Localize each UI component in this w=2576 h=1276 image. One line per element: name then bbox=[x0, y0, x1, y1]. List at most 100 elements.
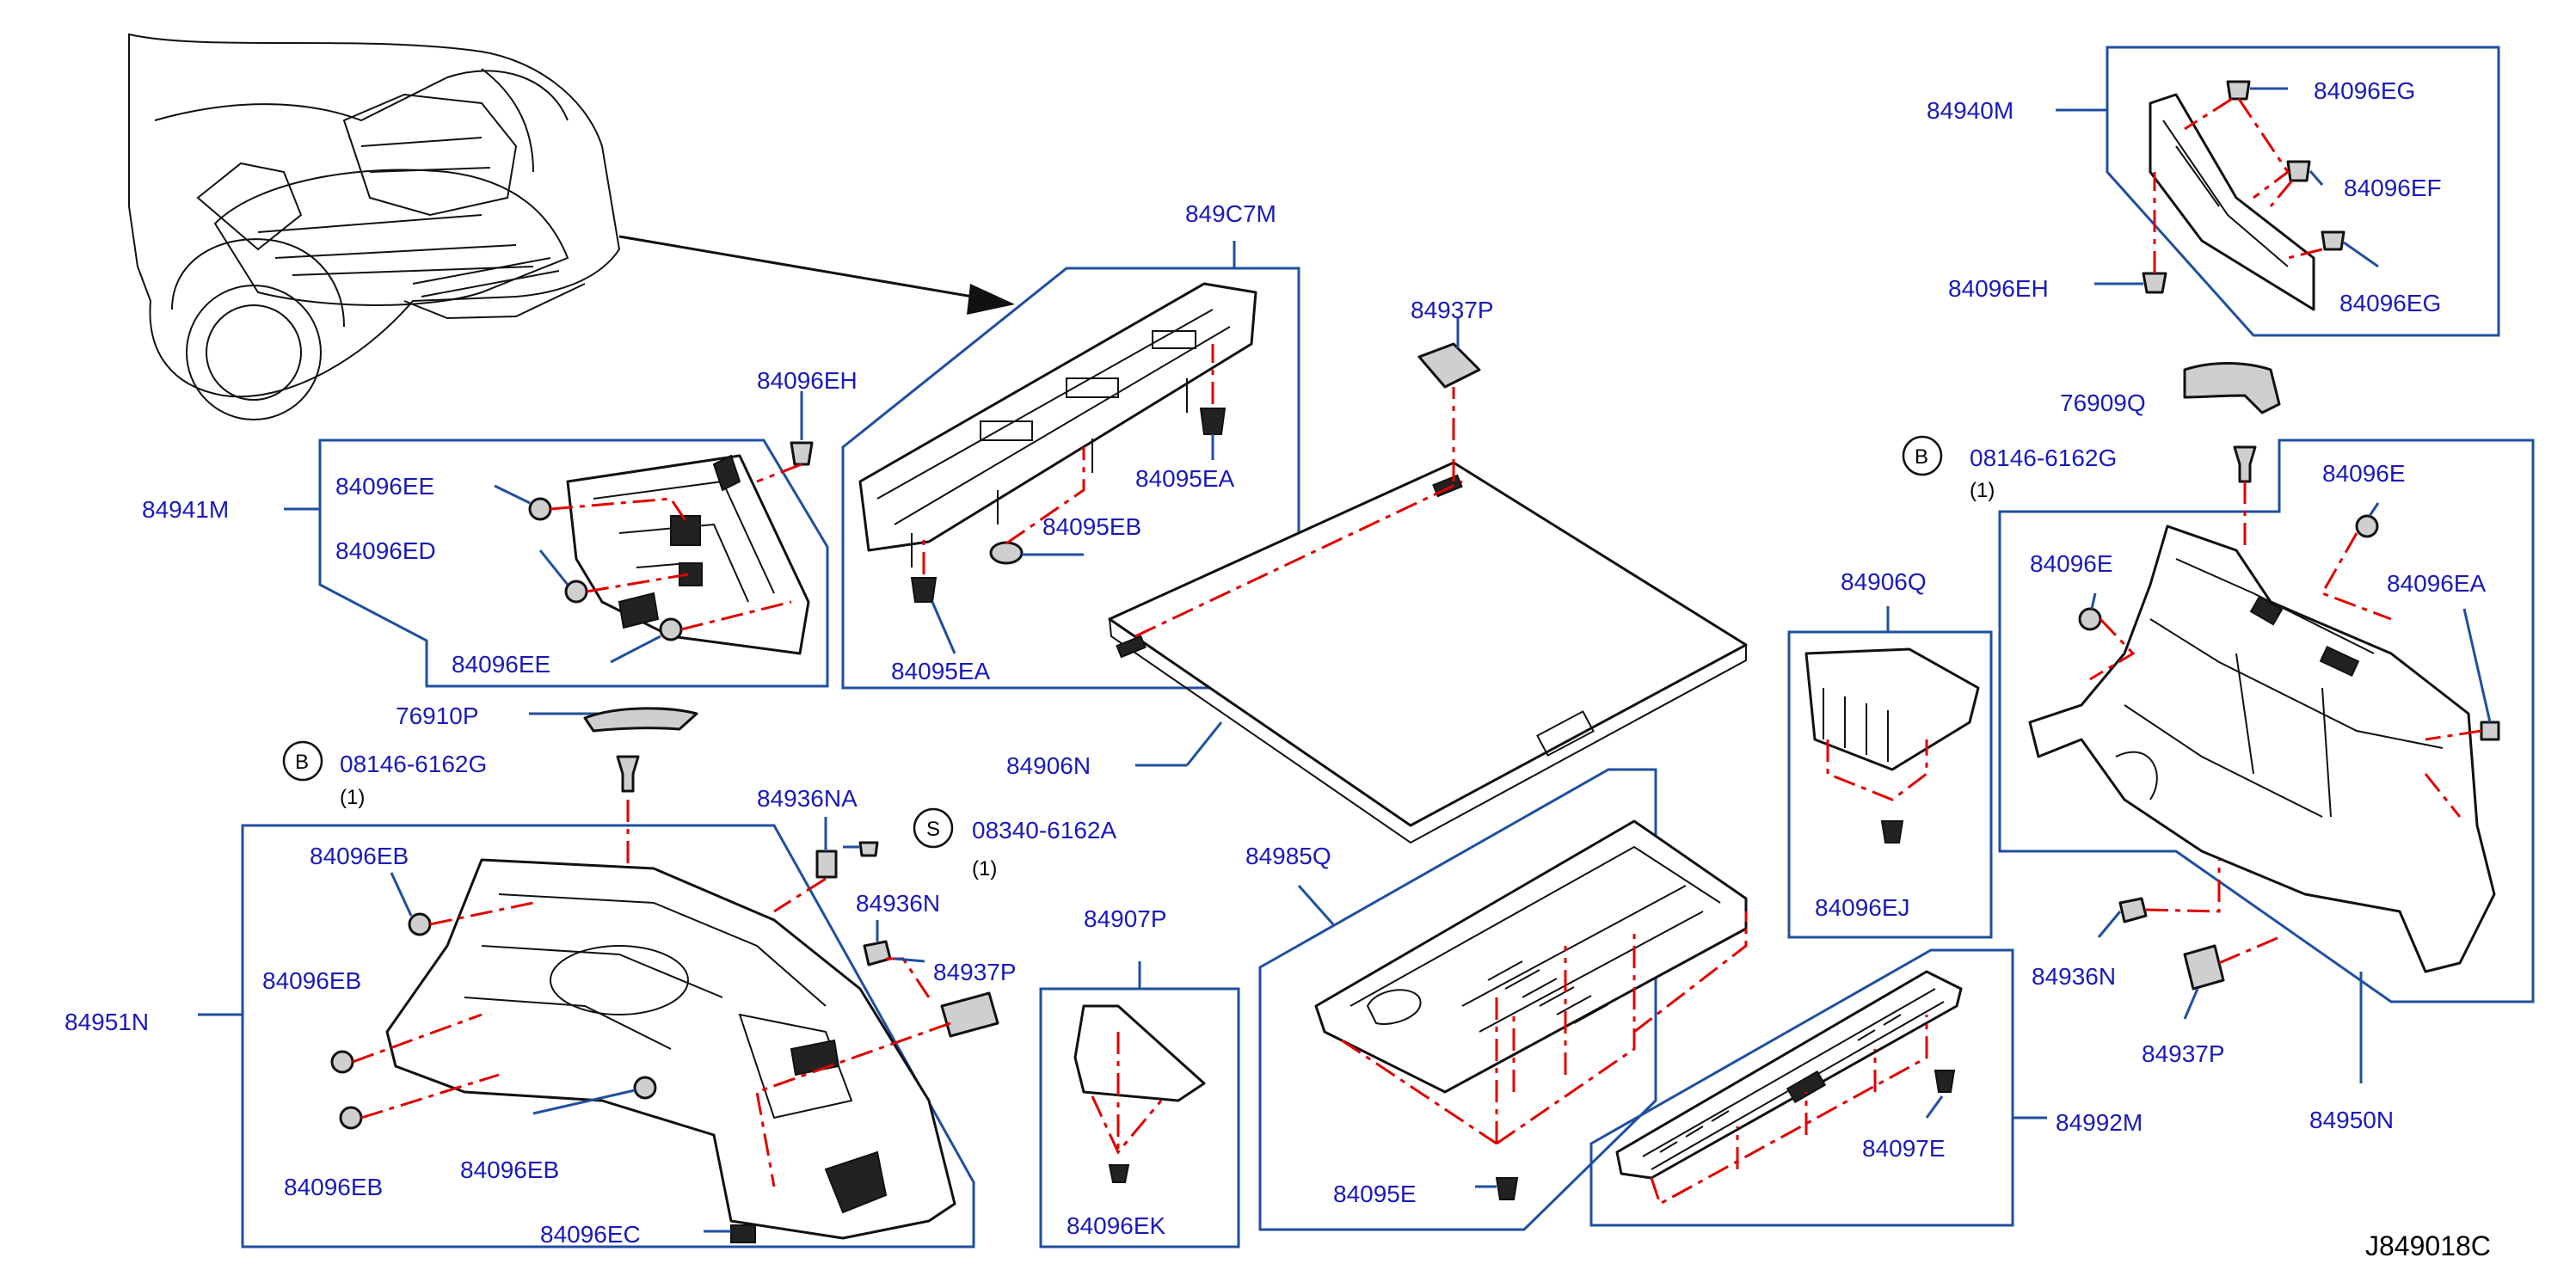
label-84096EE-a: 84096EE bbox=[335, 473, 434, 500]
label-84937P-left: 84937P bbox=[933, 959, 1017, 985]
label-84992M: 84992M bbox=[2056, 1109, 2143, 1136]
clip-84937P-left bbox=[940, 991, 999, 1038]
symbol-B-left: B bbox=[282, 740, 323, 782]
clip-84096EB-c bbox=[339, 1106, 363, 1130]
label-84985Q: 84985Q bbox=[1245, 843, 1331, 869]
label-84095EA-a: 84095EA bbox=[1135, 465, 1235, 492]
group-84906N bbox=[1108, 318, 1748, 844]
retainer-84936NA bbox=[815, 850, 838, 879]
clip-84936N-left bbox=[863, 940, 892, 966]
label-08146-right: 08146-6162G bbox=[1970, 445, 2117, 471]
label-84951N: 84951N bbox=[65, 1009, 149, 1035]
clip-84096EC bbox=[730, 1224, 756, 1243]
label-849C7M: 849C7M bbox=[1185, 200, 1276, 227]
bolt-08146-left bbox=[616, 755, 640, 793]
clip-84096EJ bbox=[1880, 820, 1904, 844]
label-84096EK: 84096EK bbox=[1067, 1212, 1166, 1239]
group-84950N bbox=[1998, 362, 2535, 1083]
label-84097E: 84097E bbox=[1862, 1135, 1946, 1162]
label-84936N-left: 84936N bbox=[856, 890, 940, 917]
label-84096EA: 84096EA bbox=[2387, 570, 2487, 597]
clip-84937P-top bbox=[1417, 342, 1481, 389]
label-84936N-right: 84936N bbox=[2032, 963, 2116, 990]
clip-84096EG-b bbox=[2321, 230, 2345, 251]
label-84096EB-b: 84096EB bbox=[262, 967, 361, 994]
label-84096EB-c: 84096EB bbox=[284, 1174, 383, 1200]
svg-text:S: S bbox=[926, 818, 940, 841]
label-84096EG-b: 84096EG bbox=[2339, 290, 2441, 316]
clip-84096E-a bbox=[2355, 514, 2379, 538]
cover-84907P bbox=[1073, 1004, 1206, 1102]
trim-84940M bbox=[2149, 93, 2315, 311]
symbol-S: S bbox=[913, 807, 954, 849]
clip-84096EB-b bbox=[330, 1050, 354, 1074]
label-84096EB-a: 84096EB bbox=[310, 843, 409, 869]
clip-84096ED bbox=[564, 580, 588, 604]
label-08146-left-qty: (1) bbox=[340, 786, 365, 809]
label-84095EB: 84095EB bbox=[1042, 513, 1141, 540]
label-84937P-top: 84937P bbox=[1411, 297, 1494, 323]
clip-84095EA-b bbox=[910, 577, 938, 603]
label-84940M: 84940M bbox=[1927, 97, 2013, 124]
clip-84096EB-d bbox=[633, 1076, 657, 1100]
side-trim-84950N bbox=[2028, 525, 2496, 973]
clip-84095EA-a bbox=[1199, 408, 1227, 435]
group-84941M bbox=[284, 391, 829, 688]
clip-84937P-right bbox=[2183, 944, 2225, 991]
part-labels: 849C7M 84937P 84096EH 84941M 84096EE 840… bbox=[65, 77, 2491, 1261]
tray-84985Q bbox=[1314, 819, 1748, 1094]
label-84096EC: 84096EC bbox=[540, 1221, 641, 1248]
clip-84096EE-b bbox=[659, 617, 683, 641]
label-08340: 08340-6162A bbox=[972, 817, 1116, 844]
clip-84096EH-right bbox=[2142, 272, 2167, 294]
label-84096E-a: 84096E bbox=[2322, 460, 2406, 487]
label-84906Q: 84906Q bbox=[1841, 568, 1927, 595]
bolt-08146-right bbox=[2233, 445, 2257, 483]
group-84985Q bbox=[1258, 768, 1748, 1231]
label-84906N: 84906N bbox=[1006, 752, 1091, 779]
label-84095EA-b: 84095EA bbox=[891, 658, 991, 684]
drawing-code: J849018C bbox=[2365, 1230, 2491, 1261]
label-84096EH-mid: 84096EH bbox=[757, 367, 858, 394]
group-84992M bbox=[1589, 948, 2047, 1227]
group-849C7M bbox=[841, 241, 1300, 690]
clip-84095EB bbox=[989, 541, 1024, 565]
screw-08340 bbox=[858, 841, 879, 857]
clip-84096EK bbox=[1108, 1164, 1130, 1183]
label-84096EH-right: 84096EH bbox=[1948, 275, 2049, 302]
label-84937P-right: 84937P bbox=[2142, 1040, 2225, 1067]
symbol-B-right: B bbox=[1902, 435, 1943, 476]
clip-84095E bbox=[1495, 1177, 1519, 1200]
label-76909Q: 76909Q bbox=[2060, 390, 2146, 416]
label-84936NA: 84936NA bbox=[757, 785, 858, 812]
clip-84096EB-a bbox=[408, 912, 432, 936]
clip-84096EE-a bbox=[528, 497, 552, 521]
clip-84096E-b bbox=[2078, 607, 2102, 631]
clip-84936N-right bbox=[2118, 897, 2148, 923]
label-84096ED: 84096ED bbox=[335, 537, 436, 564]
group-84951N bbox=[198, 712, 999, 1248]
clip-84096EA bbox=[2480, 721, 2500, 741]
group-84907P bbox=[1039, 961, 1240, 1248]
cover-76910P bbox=[583, 707, 698, 733]
clip-84096EF bbox=[2286, 160, 2311, 182]
label-84096EJ: 84096EJ bbox=[1815, 894, 1910, 921]
label-84095E: 84095E bbox=[1333, 1181, 1417, 1207]
clip-84096EG-a bbox=[2226, 80, 2251, 101]
label-84096EG-a: 84096EG bbox=[2314, 77, 2415, 104]
label-08340-qty: (1) bbox=[972, 857, 997, 880]
group-84906Q bbox=[1787, 606, 1993, 939]
group-84940M bbox=[2056, 46, 2500, 337]
label-08146-right-qty: (1) bbox=[1970, 479, 1995, 502]
svg-text:B: B bbox=[295, 751, 309, 774]
label-84096EF: 84096EF bbox=[2344, 175, 2442, 201]
label-08146-left: 08146-6162G bbox=[340, 751, 487, 777]
label-84907P: 84907P bbox=[1084, 905, 1167, 932]
label-84941M: 84941M bbox=[142, 496, 229, 523]
label-84096E-b: 84096E bbox=[2030, 550, 2113, 577]
luggage-board-84906N bbox=[1108, 461, 1748, 827]
label-84096EE-b: 84096EE bbox=[452, 651, 550, 678]
vehicle-overview-illustration bbox=[128, 33, 1015, 420]
clip-84097E bbox=[1934, 1070, 1956, 1093]
